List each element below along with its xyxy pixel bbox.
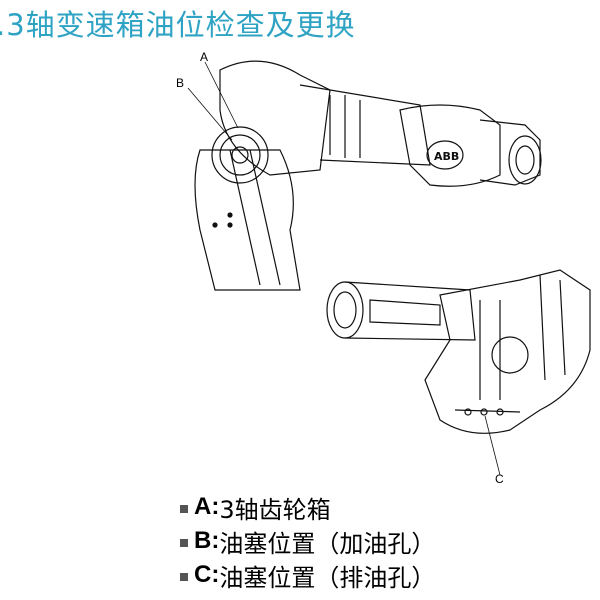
callout-b: B [176, 76, 185, 90]
list-item: B: 油塞位置（加油孔） [180, 524, 435, 558]
bullet-square-icon [180, 505, 188, 513]
robot-view-top: ABB [187, 60, 542, 291]
list-item: A: 3轴齿轮箱 [180, 490, 435, 524]
callout-c: C [495, 472, 504, 486]
abb-logo: ABB [434, 150, 459, 163]
bullet-square-icon [180, 573, 188, 581]
list-item: C: 油塞位置（排油孔） [180, 558, 435, 592]
robot-view-bottom [326, 269, 591, 476]
bullet-square-icon [180, 539, 188, 547]
callout-a: A [200, 50, 209, 64]
page-title: .3轴变速箱油位检查及更换 [0, 8, 356, 42]
legend-list: A: 3轴齿轮箱 B: 油塞位置（加油孔） C: 油塞位置（排油孔） [180, 490, 435, 592]
